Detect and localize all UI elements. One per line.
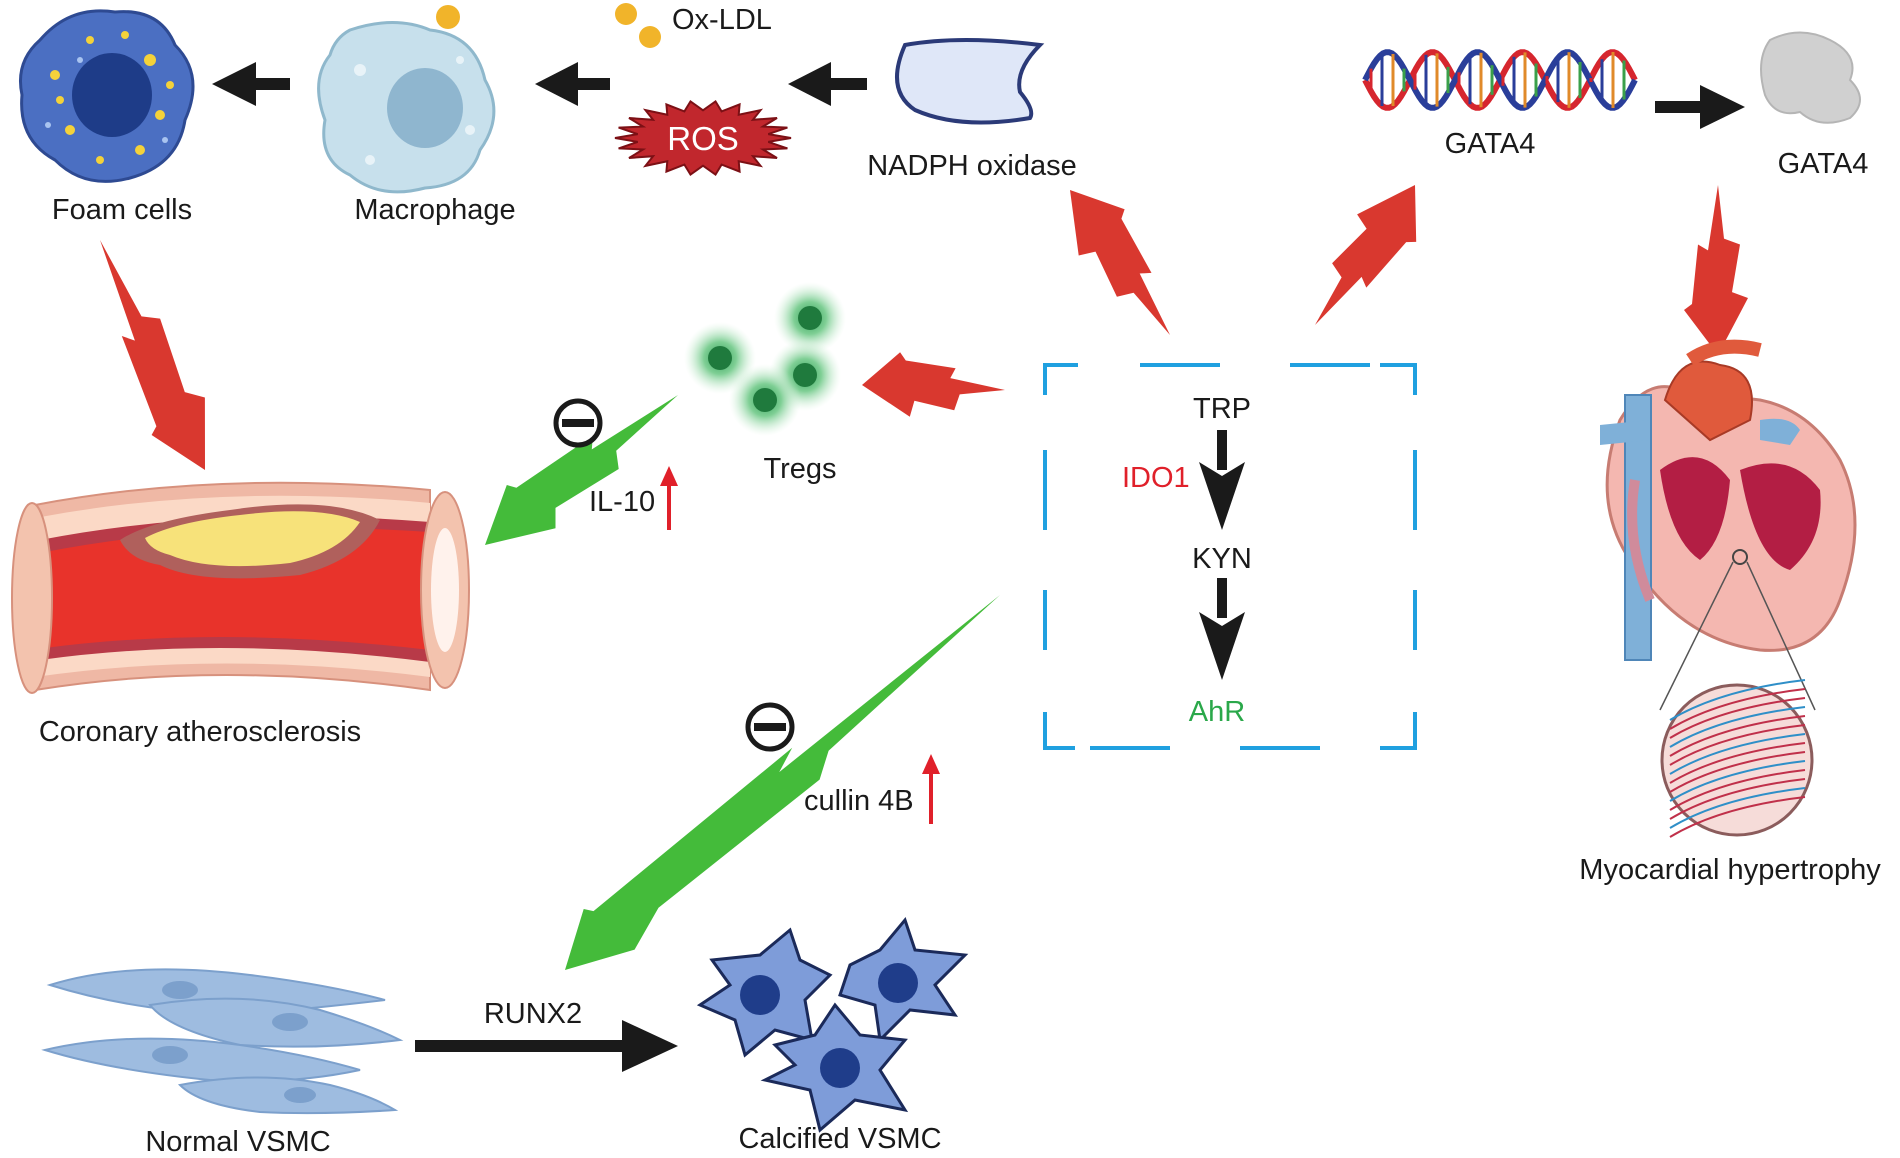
arrow-box-to-tregs [862,352,1005,417]
minus-circle-icon [553,398,603,448]
normal-vsmc-icon [41,968,404,1115]
dna-helix-icon [1362,49,1638,111]
kyn-label: KYN [1192,543,1252,575]
muscle-fiber [1669,742,1806,784]
tregs-cluster-icon [684,282,846,436]
foam-cell-icon [19,9,195,183]
muscle-fiber [1669,706,1806,748]
coronary-atherosclerosis-label: Coronary atherosclerosis [38,716,362,748]
gata4-gene-label: GATA4 [1444,128,1536,160]
runx2-label: RUNX2 [483,998,583,1030]
arrow-gata4-to-heart [1684,185,1748,355]
arrow-macrophage-to-foam [212,62,290,106]
pathway-dashed-box [1043,363,1417,750]
arrow-box-to-gata4-gene [1315,185,1417,325]
ox-ldl-particles-icon [615,3,661,48]
arrow-foam-to-coronary [100,240,205,470]
cullin-4b-label: cullin 4B [804,785,914,817]
up-arrow-icon [922,754,940,824]
muscle-fiber [1669,769,1806,811]
ox-ldl-label: Ox-LDL [672,4,772,36]
myocardial-tissue-icon [1660,679,1814,838]
gata4-protein-icon [1760,31,1861,124]
muscle-fiber [1669,778,1806,820]
muscle-fiber [1669,679,1806,721]
arrow-nadph-to-ros [788,62,867,106]
arrow-box-to-nadph [1070,190,1170,335]
minus-circle-icon [745,702,795,752]
arrow-normal-to-calcified-vsmc [415,1020,678,1072]
coronary-artery-icon [11,481,470,694]
muscle-fiber [1669,796,1806,838]
macrophage-label: Macrophage [354,194,516,226]
heart-icon [1600,339,1857,711]
promote-arrows [100,185,1748,470]
arrow-ros-to-macrophage [535,62,610,106]
muscle-fiber [1669,724,1806,766]
ros-starburst-icon [614,99,792,177]
muscle-fiber [1669,760,1806,802]
muscle-fiber [1669,787,1806,829]
tregs-label: Tregs [763,453,837,485]
arrow-gata4-gene-to-protein [1655,85,1745,129]
ahr-label: AhR [1188,696,1246,728]
ido1-label: IDO1 [1122,462,1190,494]
nadph-oxidase-label: NADPH oxidase [867,150,1077,182]
normal-vsmc-label: Normal VSMC [145,1126,331,1158]
muscle-fiber [1669,688,1806,730]
arrow-tregs-inhibit-coronary [485,395,678,545]
macrophage-icon [317,5,496,194]
inhibit-arrows [485,395,1000,970]
muscle-fiber [1669,715,1806,757]
muscle-fiber [1669,751,1806,793]
calcified-vsmc-label: Calcified VSMC [738,1123,942,1155]
nadph-oxidase-icon [895,38,1045,125]
trp-label: TRP [1193,393,1251,425]
up-arrow-icon [660,466,678,530]
ros-label: ROS [667,120,739,157]
il10-label: IL-10 [589,486,656,518]
myocardial-hypertrophy-label: Myocardial hypertrophy [1579,854,1881,886]
pathway-arrows [1199,430,1245,680]
arrow-cullin-inhibit-vsmc [565,595,1000,970]
muscle-fiber [1669,697,1806,739]
muscle-fiber [1669,733,1806,775]
gata4-protein-label: GATA4 [1777,148,1869,180]
calcified-vsmc-icon [696,916,969,1133]
foam-cells-label: Foam cells [51,194,193,226]
flow-arrows [212,62,1745,1072]
